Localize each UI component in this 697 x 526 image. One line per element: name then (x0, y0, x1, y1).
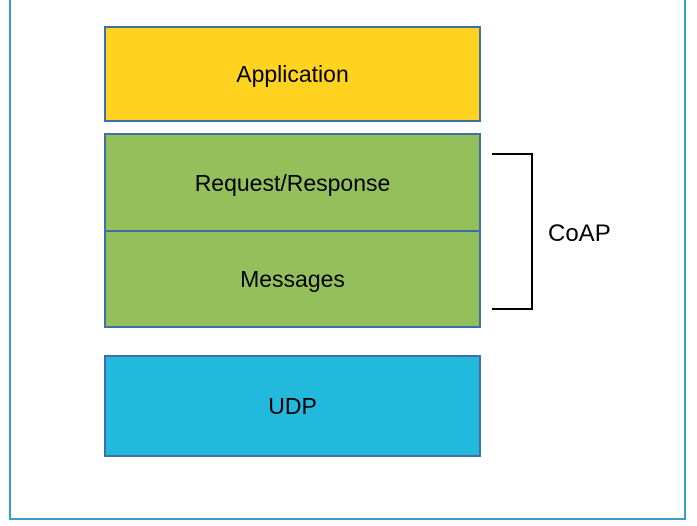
layer-group-coap: Request/Response Messages (104, 133, 481, 328)
layer-block-request-response[interactable]: Request/Response (106, 135, 479, 231)
coap-annotation-label: CoAP (548, 220, 611, 247)
layer-block-messages[interactable]: Messages (106, 232, 479, 326)
coap-brace-icon (492, 153, 533, 310)
layer-label-request-response: Request/Response (194, 169, 391, 196)
layer-label-udp: UDP (268, 392, 317, 419)
layer-divider (106, 230, 479, 232)
layer-label-application: Application (236, 60, 349, 87)
layer-block-application[interactable]: Application (104, 26, 481, 122)
layer-block-udp[interactable]: UDP (104, 355, 481, 457)
layer-label-messages: Messages (240, 265, 345, 292)
